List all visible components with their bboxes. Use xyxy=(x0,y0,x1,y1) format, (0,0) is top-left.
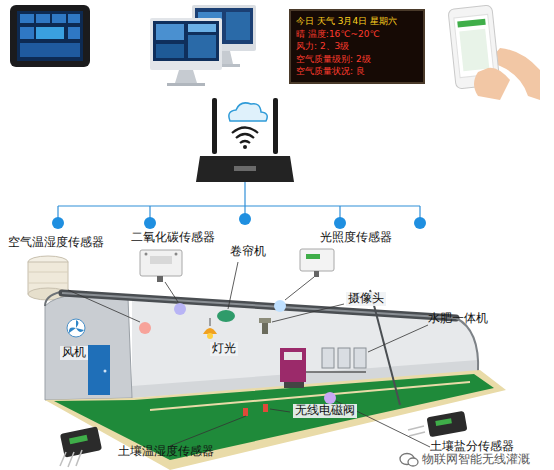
device-label: 灯光 xyxy=(210,342,238,356)
fan xyxy=(67,319,85,337)
curtain-motor xyxy=(217,310,235,322)
watermark-icon xyxy=(400,454,418,467)
network-lines xyxy=(58,182,420,222)
soil-sensor-left xyxy=(60,426,102,467)
valves xyxy=(243,404,268,416)
display-line: 空气质量状况: 良 xyxy=(296,65,418,78)
device-label: 卷帘机 xyxy=(230,245,266,259)
tablet-screen xyxy=(17,11,83,61)
monitor-front xyxy=(150,18,222,86)
lamp xyxy=(203,318,217,339)
phone xyxy=(448,5,540,100)
device-label: 摄像头 xyxy=(346,292,386,306)
device-label: 风机 xyxy=(60,346,88,360)
display-line: 空气质量级别: 2级 xyxy=(296,53,418,66)
device-label: 无线电磁阀 xyxy=(293,404,357,418)
display-line: 今日 天气 3月4日 星期六 xyxy=(296,15,418,28)
sensor-label: 土壤温湿度传感器 xyxy=(118,445,214,459)
tablet-tiles xyxy=(20,14,80,57)
fertigation-machine xyxy=(280,348,366,388)
sensor-label: 二氧化碳传感器 xyxy=(131,231,215,245)
leader-lines xyxy=(68,262,430,447)
display-line: 风力: 2、3级 xyxy=(296,40,418,53)
sensor-label: 空气温湿度传感器 xyxy=(8,236,104,250)
device-label: 水肥一体机 xyxy=(428,312,488,326)
co2-sensor xyxy=(140,250,182,282)
display-line: 晴 温度:16℃~20℃ xyxy=(296,28,418,41)
sensor-label: 光照度传感器 xyxy=(320,231,392,245)
led-display: 今日 天气 3月4日 星期六晴 温度:16℃~20℃风力: 2、3级空气质量级别… xyxy=(289,9,425,84)
tablet xyxy=(10,5,90,67)
network-dots xyxy=(52,213,426,229)
watermark: 物联网智能无线灌溉 xyxy=(422,453,530,467)
soil-sensor-right xyxy=(408,411,467,437)
camera xyxy=(259,318,271,334)
light-sensor xyxy=(300,249,334,277)
status-dots xyxy=(139,300,336,404)
sensor-label: 土壤盐分传感器 xyxy=(430,440,514,454)
router xyxy=(196,98,294,182)
